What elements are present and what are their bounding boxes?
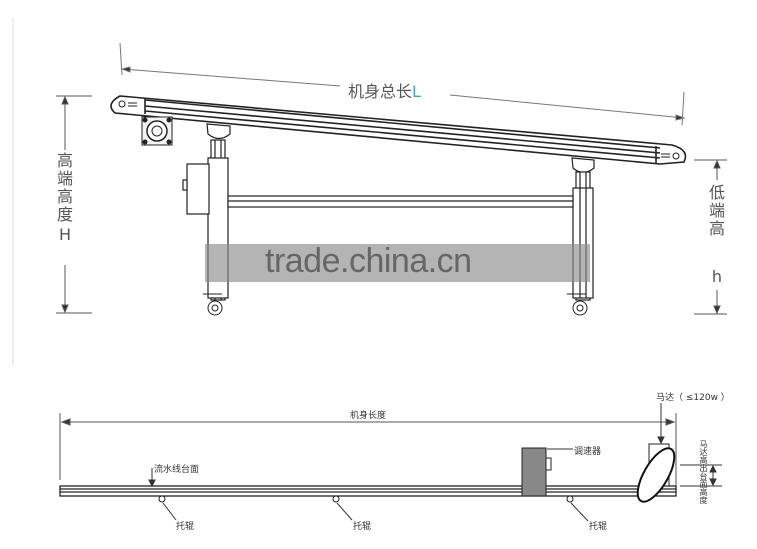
low-end-height-symbol: h	[711, 267, 723, 286]
motor-shape	[636, 447, 676, 503]
motor-height-label: 马达高出台面高度	[699, 440, 708, 504]
body-length-dimension	[59, 413, 677, 490]
caster-left	[203, 293, 223, 316]
high-end-height-label: 高端高度	[56, 151, 73, 224]
cross-bar	[227, 195, 574, 208]
total-length-label: 机身总长L	[348, 82, 421, 101]
total-length-dimension	[119, 42, 686, 126]
watermark-text: trade.china.cn	[265, 242, 472, 280]
high-end-height-symbol: H	[58, 225, 72, 244]
high-end-dimension	[56, 95, 92, 314]
watermark-band	[205, 244, 590, 282]
roller-label-1: 托辊	[176, 522, 195, 532]
conveyor-beam	[110, 95, 687, 165]
low-end-height-label: 低端高	[708, 183, 725, 238]
motor-label: 马达（ ≤120w ）	[656, 393, 730, 403]
conveyor-rail	[59, 485, 677, 497]
roller-label-2: 托辊	[353, 522, 372, 532]
total-length-symbol: L	[412, 82, 421, 101]
caster-right	[567, 293, 588, 316]
body-length-label: 机身长度	[350, 411, 387, 421]
roller-label-3: 托辊	[589, 522, 608, 532]
drive-pulley	[141, 116, 173, 146]
speed-controller-box	[521, 447, 547, 497]
speed-controller-label: 调速器	[574, 447, 602, 457]
surface-label: 流水线台面	[154, 465, 200, 475]
low-end-dimension	[694, 159, 727, 315]
